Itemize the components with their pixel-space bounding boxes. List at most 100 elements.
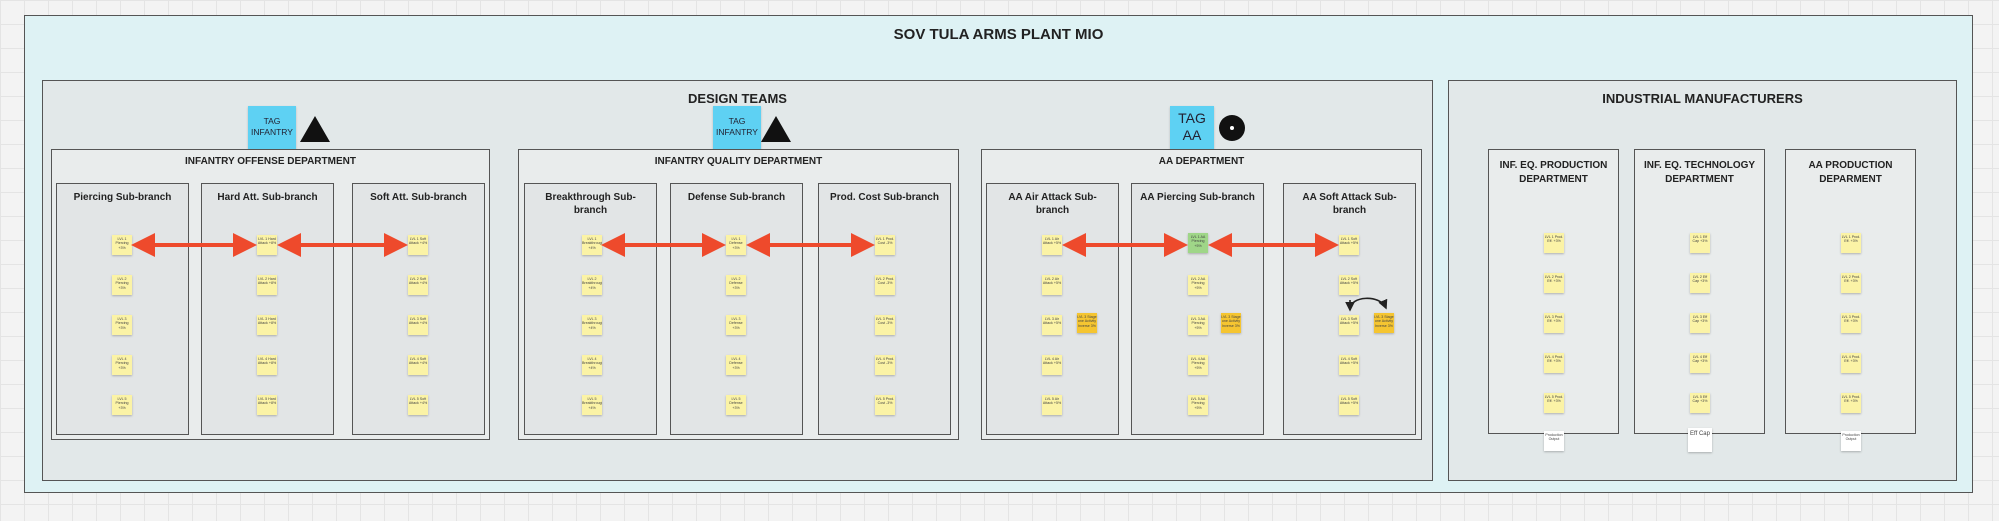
- sticky-note[interactable]: LVL 4 AA Piercing +5%: [1188, 355, 1208, 375]
- triangle-icon: [761, 116, 791, 142]
- sticky-note[interactable]: LVL 2 Breakthrough +4%: [582, 275, 602, 295]
- sticky-note[interactable]: LVL 5 Air Attack +5%: [1042, 395, 1062, 415]
- sticky-note[interactable]: LVL 5 Hard Attack +8%: [257, 395, 277, 415]
- sticky-note[interactable]: LVL 3 Soft Attack +5%: [1339, 315, 1359, 335]
- tag-infantry-1[interactable]: TAG INFANTRY: [248, 106, 296, 150]
- dept-title: AA PRODUCTION DEPARMENT: [1808, 160, 1893, 185]
- board-title: SOV TULA ARMS PLANT MIO: [893, 26, 1104, 43]
- sticky-note[interactable]: LVL 3 Prod. Eff. +3%: [1841, 313, 1861, 333]
- dept-title: INF. EQ. TECHNOLOGY DEPARTMENT: [1643, 160, 1756, 185]
- tag-aa[interactable]: TAG AA: [1170, 106, 1214, 150]
- sticky-note[interactable]: LVL 3 AA Piercing +5%: [1188, 315, 1208, 335]
- sticky-note[interactable]: LVL 3 Defense +3%: [726, 315, 746, 335]
- sticky-note[interactable]: LVL 4 Hard Attack +8%: [257, 355, 277, 375]
- sticky-note[interactable]: LVL 1 Piercing +3%: [112, 235, 132, 255]
- sticky-note-output[interactable]: Production Output: [1544, 431, 1564, 451]
- sticky-note[interactable]: LVL 3 Piercing +3%: [112, 315, 132, 335]
- subbranch-title: Prod. Cost Sub-branch: [830, 192, 939, 203]
- sticky-note[interactable]: LVL 2 Prod. Eff. +3%: [1841, 273, 1861, 293]
- sticky-note[interactable]: LVL 4 Air Attack +5%: [1042, 355, 1062, 375]
- sticky-note[interactable]: LVL 3 Prod. Eff. +3%: [1544, 313, 1564, 333]
- subbranch-title: AA Soft Attack Sub-branch: [1302, 192, 1397, 216]
- sticky-note[interactable]: LVL 1 Soft Attack +4%: [408, 235, 428, 255]
- dept-title: AA DEPARTMENT: [1158, 156, 1245, 167]
- sticky-note[interactable]: LVL 5 AA Piercing +5%: [1188, 395, 1208, 415]
- sticky-note[interactable]: LVL 4 Breakthrough +4%: [582, 355, 602, 375]
- sticky-note[interactable]: LVL 1 Air Attack +5%: [1042, 235, 1062, 255]
- sticky-note[interactable]: LVL 5 Defense +3%: [726, 395, 746, 415]
- sticky-note[interactable]: LVL 2 Eff Cap +3%: [1690, 273, 1710, 293]
- subbranch-piercing[interactable]: Piercing Sub-branch: [56, 183, 189, 435]
- subbranch-title: Hard Att. Sub-branch: [217, 192, 318, 203]
- sticky-note[interactable]: LVL 5 Piercing +3%: [112, 395, 132, 415]
- sticky-note[interactable]: LVL 4 Eff Cap +3%: [1690, 353, 1710, 373]
- sticky-note[interactable]: LVL 4 Soft Attack +4%: [408, 355, 428, 375]
- sticky-note[interactable]: LVL 4 Piercing +3%: [112, 355, 132, 375]
- sticky-note-active[interactable]: LVL 1 AA Piercing +5%: [1188, 233, 1208, 253]
- subbranch-title: AA Piercing Sub-branch: [1140, 192, 1255, 203]
- sticky-note[interactable]: LVL 1 Prod. Eff. +3%: [1841, 233, 1861, 253]
- sticky-note[interactable]: LVL 5 Soft Attack +4%: [408, 395, 428, 415]
- dept-title: INFANTRY OFFENSE DEPARTMENT: [185, 156, 356, 167]
- triangle-icon: [300, 116, 330, 142]
- sticky-note[interactable]: LVL 4 Prod. Eff. +3%: [1841, 353, 1861, 373]
- subbranch-title: Defense Sub-branch: [687, 192, 786, 203]
- sticky-note[interactable]: LVL 1 Eff Cap +3%: [1690, 233, 1710, 253]
- sticky-note[interactable]: LVL 2 Defense +3%: [726, 275, 746, 295]
- sticky-note[interactable]: LVL 5 Prod. Eff. +3%: [1841, 393, 1861, 413]
- sticky-note[interactable]: LVL 3 Soft Attack +4%: [408, 315, 428, 335]
- dept-title: INFANTRY QUALITY DEPARTMENT: [654, 156, 823, 167]
- subbranch-defense[interactable]: Defense Sub-branch: [670, 183, 803, 435]
- sticky-note[interactable]: LVL 3 Breakthrough +4%: [582, 315, 602, 335]
- circle-icon: [1219, 115, 1245, 141]
- sticky-note-output[interactable]: Eff Cap: [1688, 428, 1712, 452]
- subbranch-title: Piercing Sub-branch: [73, 192, 172, 203]
- sticky-note-output[interactable]: Production Output: [1841, 431, 1861, 451]
- sticky-note[interactable]: LVL 5 Breakthrough +4%: [582, 395, 602, 415]
- sticky-note[interactable]: LVL 3 Eff Cap +3%: [1690, 313, 1710, 333]
- sticky-note[interactable]: LVL 2 Prod. Cost -3%: [875, 275, 895, 295]
- sticky-note[interactable]: LVL 5 Eff Cap +3%: [1690, 393, 1710, 413]
- sticky-note[interactable]: LVL 5 Prod. Eff. +3%: [1544, 393, 1564, 413]
- tag-infantry-2[interactable]: TAG INFANTRY: [713, 106, 761, 150]
- subbranch-title: Breakthrough Sub-branch: [545, 192, 636, 216]
- sticky-note[interactable]: LVL 1 Defense +3%: [726, 235, 746, 255]
- subbranch-title: AA Air Attack Sub-branch: [1008, 192, 1097, 216]
- sticky-note[interactable]: LVL 5 Prod. Cost -3%: [875, 395, 895, 415]
- sticky-note-highlight[interactable]: LVL 3 Stage one Activity Inverse 3%: [1374, 313, 1394, 333]
- sticky-note[interactable]: LVL 1 Soft Attack +5%: [1339, 235, 1359, 255]
- sticky-note[interactable]: LVL 2 Prod. Eff. +3%: [1544, 273, 1564, 293]
- sticky-note[interactable]: LVL 2 Hard Attack +8%: [257, 275, 277, 295]
- sticky-note[interactable]: LVL 3 Air Attack +5%: [1042, 315, 1062, 335]
- subbranch-breakthrough[interactable]: Breakthrough Sub-branch: [524, 183, 657, 435]
- sticky-note[interactable]: LVL 1 Prod. Eff. +3%: [1544, 233, 1564, 253]
- subbranch-aa-air-attack[interactable]: AA Air Attack Sub-branch: [986, 183, 1119, 435]
- sticky-note[interactable]: LVL 2 Soft Attack +4%: [408, 275, 428, 295]
- design-teams-title: DESIGN TEAMS: [688, 91, 787, 106]
- subbranch-aa-piercing[interactable]: AA Piercing Sub-branch: [1131, 183, 1264, 435]
- subbranch-title: Soft Att. Sub-branch: [370, 192, 467, 203]
- industrial-title: INDUSTRIAL MANUFACTURERS: [1602, 91, 1803, 106]
- sticky-note[interactable]: LVL 1 Breakthrough +4%: [582, 235, 602, 255]
- sticky-note[interactable]: LVL 2 Piercing +3%: [112, 275, 132, 295]
- sticky-note[interactable]: LVL 3 Hard Attack +8%: [257, 315, 277, 335]
- subbranch-soft-attack[interactable]: Soft Att. Sub-branch: [352, 183, 485, 435]
- sticky-note[interactable]: LVL 4 Prod. Eff. +3%: [1544, 353, 1564, 373]
- subbranch-hard-attack[interactable]: Hard Att. Sub-branch: [201, 183, 334, 435]
- sticky-note-highlight[interactable]: LVL 3 Stage one Activity Inverse 3%: [1221, 313, 1241, 333]
- sticky-note[interactable]: LVL 4 Defense +3%: [726, 355, 746, 375]
- sticky-note[interactable]: LVL 2 AA Piercing +5%: [1188, 275, 1208, 295]
- sticky-note[interactable]: LVL 1 Prod. Cost -3%: [875, 235, 895, 255]
- sticky-note[interactable]: LVL 1 Hard Attack +8%: [257, 235, 277, 255]
- sticky-note[interactable]: LVL 5 Soft Attack +5%: [1339, 395, 1359, 415]
- curved-arrow[interactable]: [1349, 297, 1388, 310]
- subbranch-prod-cost[interactable]: Prod. Cost Sub-branch: [818, 183, 951, 435]
- sticky-note[interactable]: LVL 2 Soft Attack +5%: [1339, 275, 1359, 295]
- sticky-note[interactable]: LVL 3 Prod. Cost -3%: [875, 315, 895, 335]
- sticky-note-highlight[interactable]: LVL 3 Stage one Activity Inverse 3%: [1077, 313, 1097, 333]
- sticky-note[interactable]: LVL 4 Prod. Cost -3%: [875, 355, 895, 375]
- sticky-note[interactable]: LVL 4 Soft Attack +5%: [1339, 355, 1359, 375]
- sticky-note[interactable]: LVL 2 Air Attack +5%: [1042, 275, 1062, 295]
- dept-title: INF. EQ. PRODUCTION DEPARTMENT: [1499, 160, 1608, 185]
